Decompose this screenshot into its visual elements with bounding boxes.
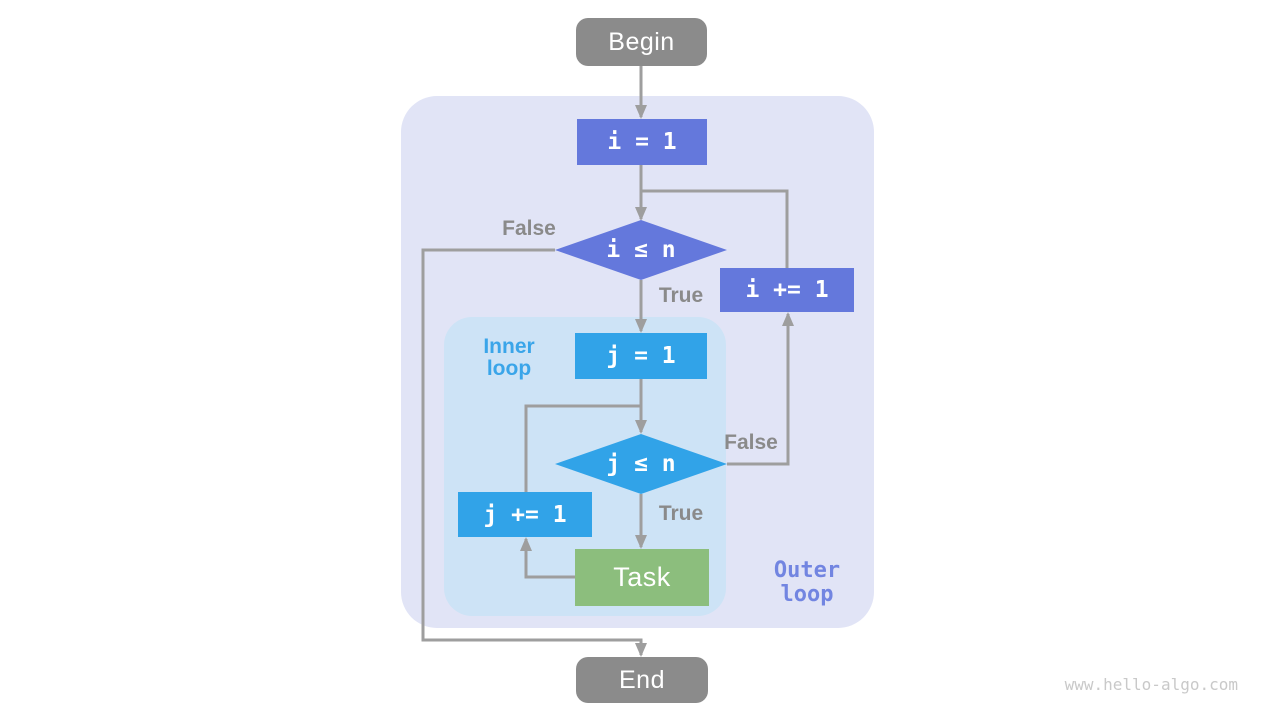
outer-loop-label-line1: Outer <box>773 558 841 583</box>
inner-false-label: False <box>724 431 778 454</box>
end-node: End <box>576 657 708 703</box>
outer-init-node: i = 1 <box>577 119 707 165</box>
edge-task-to-inner-incr <box>520 537 575 579</box>
edge-outer-cond-false-to-end <box>421 248 647 657</box>
inner-cond-diamond <box>555 434 727 494</box>
inner-init-node: j = 1 <box>575 333 707 379</box>
outer-cond-diamond <box>555 220 727 280</box>
outer-loop-label: Outer loop <box>774 559 840 607</box>
begin-node: Begin <box>576 18 707 66</box>
inner-loop-label-line1: Inner <box>483 335 535 358</box>
edge-outer-incr-merge <box>641 189 789 268</box>
inner-loop-label: Inner loop <box>483 336 534 380</box>
task-node: Task <box>575 549 709 606</box>
edge-inner-cond-false-to-outer-incr <box>727 312 794 466</box>
watermark: www.hello-algo.com <box>1064 675 1238 694</box>
inner-incr-node: j += 1 <box>458 492 592 537</box>
outer-false-label: False <box>502 217 556 240</box>
inner-loop-label-line2: loop <box>486 357 532 380</box>
inner-cond-label: j ≤ n <box>606 451 676 477</box>
edge-inner-incr-merge <box>524 404 641 492</box>
outer-loop-label-line2: loop <box>780 582 834 607</box>
inner-true-label: True <box>658 502 704 525</box>
outer-incr-node: i += 1 <box>720 268 854 312</box>
outer-cond-label: i ≤ n <box>606 237 676 263</box>
outer-true-label: True <box>658 284 704 307</box>
